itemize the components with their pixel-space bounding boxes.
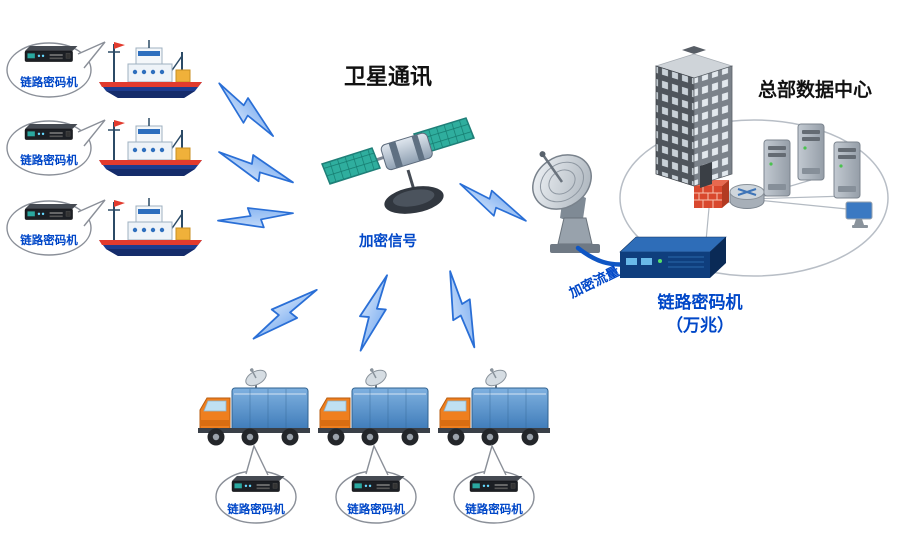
lightning-bolt-icon bbox=[429, 269, 494, 351]
server-icon bbox=[763, 139, 791, 197]
cipher-device-icon bbox=[231, 475, 285, 492]
truck-callout-label: 链路密码机 bbox=[347, 502, 405, 516]
cipher-device-icon bbox=[351, 475, 405, 492]
encrypted-signal-label: 加密信号 bbox=[358, 232, 417, 250]
monitor-icon bbox=[845, 201, 873, 228]
ship-icon bbox=[98, 39, 203, 99]
server-icon bbox=[833, 141, 861, 199]
ship-icon bbox=[98, 117, 203, 177]
hq-title: 总部数据中心 bbox=[758, 78, 872, 101]
firewall-icon bbox=[694, 180, 729, 208]
ship-callout: 链路密码机 bbox=[6, 119, 106, 176]
dish-antenna-icon bbox=[532, 151, 600, 253]
ship-callout: 链路密码机 bbox=[6, 41, 106, 98]
satellite-title: 卫星通讯 bbox=[344, 64, 432, 89]
satellite-icon bbox=[321, 117, 475, 214]
truck-icon bbox=[317, 362, 431, 447]
ship-callout-label: 链路密码机 bbox=[20, 233, 78, 247]
truck-callout: 链路密码机 bbox=[215, 444, 297, 524]
lightning-bolt-icon bbox=[207, 80, 285, 140]
ship-callout-label: 链路密码机 bbox=[20, 153, 78, 167]
truck-callout: 链路密码机 bbox=[335, 444, 417, 524]
lightning-bolt-icon bbox=[214, 149, 297, 187]
cipher-machine-10g-icon bbox=[619, 236, 727, 278]
truck-callout-label: 链路密码机 bbox=[227, 502, 285, 516]
router-icon bbox=[729, 184, 765, 209]
datacenter-boundary-ellipse bbox=[619, 119, 889, 277]
server-icon bbox=[797, 123, 825, 181]
ship-icon bbox=[98, 197, 203, 257]
truck-callout-label: 链路密码机 bbox=[465, 502, 523, 516]
lightning-bolt-icon bbox=[453, 181, 533, 226]
cipher-10g-label-line2: （万兆） bbox=[666, 315, 734, 335]
cipher-10g-label-line1: 链路密码机 bbox=[658, 292, 743, 312]
cipher-device-icon bbox=[469, 475, 523, 492]
truck-icon bbox=[197, 362, 311, 447]
hq-building-icon bbox=[654, 46, 734, 188]
ship-callout: 链路密码机 bbox=[6, 199, 106, 256]
lightning-bolt-icon bbox=[356, 272, 390, 354]
cipher-device-icon bbox=[24, 123, 78, 140]
truck-callout: 链路密码机 bbox=[453, 444, 535, 524]
lightning-bolt-icon bbox=[249, 274, 320, 353]
truck-icon bbox=[437, 362, 551, 447]
cipher-device-icon bbox=[24, 45, 78, 62]
ship-callout-label: 链路密码机 bbox=[20, 75, 78, 89]
encrypted-traffic-label: 加密流量 bbox=[565, 262, 622, 301]
lightning-bolt-icon bbox=[216, 193, 296, 243]
cipher-device-icon bbox=[24, 203, 78, 220]
